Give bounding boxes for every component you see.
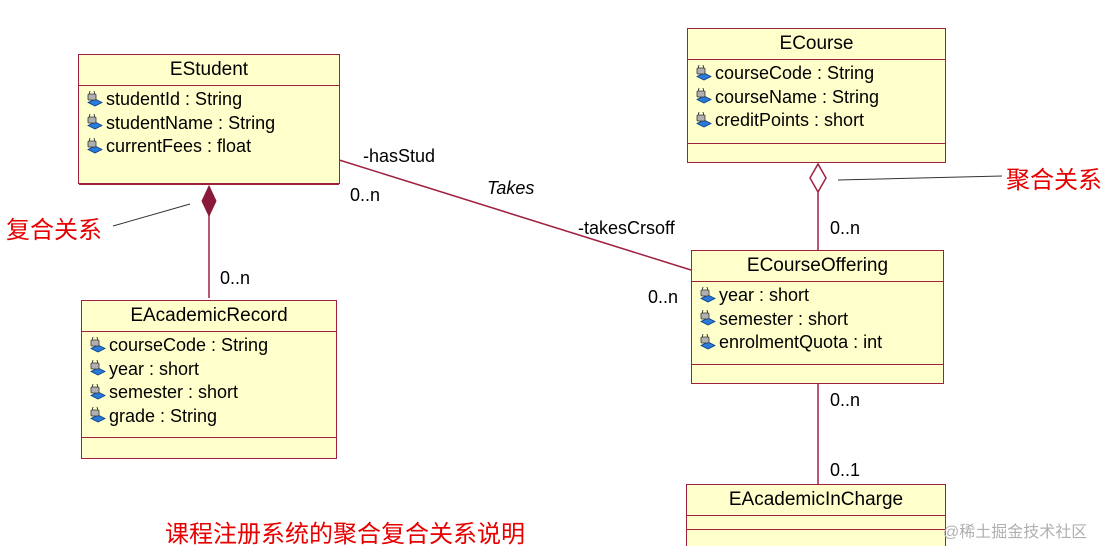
- attribute: studentName : String: [85, 112, 339, 136]
- multiplicity-offering-takes: 0..n: [648, 287, 679, 307]
- attribute: grade : String: [88, 405, 336, 429]
- class-name: ECourseOffering: [692, 251, 943, 282]
- aggregation-annotation: 聚合关系: [1006, 167, 1102, 194]
- protected-attribute-icon: [85, 89, 105, 109]
- attribute: courseCode : String: [694, 62, 945, 86]
- class-eacademicrecord[interactable]: EAcademicRecord courseCode : String year…: [81, 300, 337, 459]
- composition-diamond: [201, 184, 217, 218]
- class-name: ECourse: [688, 29, 945, 60]
- protected-attribute-icon: [85, 136, 105, 156]
- class-ecourse[interactable]: ECourse courseCode : String courseName :…: [687, 28, 946, 163]
- watermark: @稀土掘金技术社区: [943, 524, 1088, 541]
- diagram-caption: 课程注册系统的聚合复合关系说明: [165, 521, 525, 548]
- protected-attribute-icon: [88, 335, 108, 355]
- class-ecourseoffering[interactable]: ECourseOffering year : short semester : …: [691, 250, 944, 384]
- multiplicity-course-offering: 0..n: [830, 218, 861, 238]
- class-eacademicincharge[interactable]: EAcademicInCharge: [686, 484, 946, 546]
- protected-attribute-icon: [85, 113, 105, 132]
- aggregation-pointer: [837, 175, 1003, 181]
- composition-annotation: 复合关系: [6, 217, 102, 244]
- attribute-list: year : short semester : short enrolmentQ…: [692, 282, 943, 365]
- attribute-list: courseCode : String year : short semeste…: [82, 332, 336, 438]
- attribute-list: courseCode : String courseName : String …: [688, 60, 945, 144]
- protected-attribute-icon: [698, 332, 718, 352]
- protected-attribute-icon: [694, 63, 714, 83]
- attribute: courseCode : String: [88, 334, 336, 358]
- attribute: enrolmentQuota : int: [698, 331, 943, 355]
- attribute-list: studentId : String studentName : String …: [79, 86, 339, 185]
- role-label-hasstud: -hasStud: [363, 146, 436, 166]
- attribute: year : short: [698, 284, 943, 308]
- class-name: EAcademicRecord: [82, 301, 336, 332]
- attribute: year : short: [88, 358, 336, 382]
- protected-attribute-icon: [698, 309, 718, 328]
- protected-attribute-icon: [88, 359, 108, 378]
- attribute-list: [687, 516, 945, 530]
- attribute: studentId : String: [85, 88, 339, 112]
- attribute: courseName : String: [694, 86, 945, 110]
- multiplicity-offering-incharge: 0..n: [830, 390, 861, 410]
- protected-attribute-icon: [88, 406, 108, 425]
- protected-attribute-icon: [88, 382, 108, 402]
- multiplicity-student: 0..n: [350, 185, 381, 205]
- attribute: semester : short: [88, 381, 336, 405]
- protected-attribute-icon: [694, 110, 714, 130]
- class-estudent[interactable]: EStudent studentId : String studentName …: [78, 54, 340, 185]
- association-name-takes: Takes: [487, 178, 535, 198]
- multiplicity-incharge: 0..1: [830, 460, 861, 480]
- protected-attribute-icon: [694, 87, 714, 106]
- attribute: semester : short: [698, 308, 943, 332]
- aggregation-diamond: [809, 162, 827, 194]
- takes-association-line: [335, 158, 692, 271]
- role-label-takescrsoff: -takesCrsoff: [578, 218, 675, 238]
- attribute: currentFees : float: [85, 135, 339, 159]
- protected-attribute-icon: [698, 285, 718, 305]
- class-name: EStudent: [79, 55, 339, 86]
- composition-pointer: [112, 203, 191, 227]
- class-name: EAcademicInCharge: [687, 485, 945, 516]
- multiplicity-record: 0..n: [220, 268, 251, 288]
- attribute: creditPoints : short: [694, 109, 945, 133]
